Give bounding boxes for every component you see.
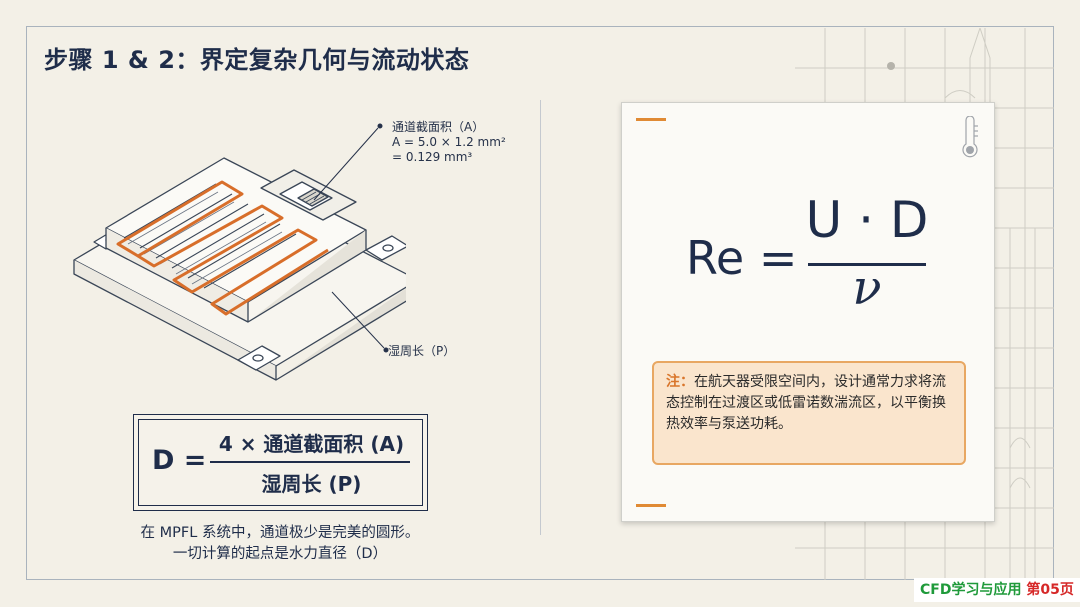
- page-title: 步骤 1 & 2：界定复杂几何与流动状态: [44, 46, 470, 74]
- area-callout: 通道截面积（A） A = 5.0 × 1.2 mm² = 0.129 mm³: [392, 120, 506, 165]
- hydraulic-diameter-formula: D = 4 × 通道截面积 (A) 湿周长 (P): [133, 414, 428, 511]
- thermometer-icon: [962, 116, 978, 158]
- formula-inner-border: [138, 419, 423, 506]
- reynolds-numerator: U · D: [805, 191, 929, 249]
- reynolds-denominator: ν: [852, 260, 882, 316]
- page-frame: [26, 26, 1054, 580]
- caption-line1: 在 MPFL 系统中，通道极少是完美的圆形。: [140, 525, 420, 541]
- note-label: 注：: [666, 374, 694, 390]
- caption: 在 MPFL 系统中，通道极少是完美的圆形。 一切计算的起点是水力直径（D）: [100, 523, 460, 565]
- cold-plate-illustration: [73, 123, 406, 381]
- note-text: 在航天器受限空间内，设计通常力求将流态控制在过渡区或低雷诺数湍流区，以平衡换热效…: [666, 374, 946, 432]
- formula-denominator: 湿周长 (P): [261, 472, 362, 496]
- formula-numerator: 4 × 通道截面积 (A): [218, 432, 405, 456]
- area-callout-line2: = 0.129 mm³: [392, 150, 473, 164]
- brand-watermark: CFD学习与应用 第05页: [914, 578, 1080, 602]
- reynolds-lhs: Re =: [686, 231, 798, 285]
- formula-fraction-bar: [210, 461, 410, 463]
- note-box: 注：在航天器受限空间内，设计通常力求将流态控制在过渡区或低雷诺数湍流区，以平衡换…: [652, 361, 966, 465]
- caption-line2: 一切计算的起点是水力直径（D）: [172, 546, 388, 562]
- area-callout-line1: A = 5.0 × 1.2 mm²: [392, 135, 506, 149]
- reynolds-card: Re = U · D ν 注：在航天器受限空间内，设计通常力求将流态控制在过渡区…: [621, 102, 995, 522]
- accent-line-top: [636, 118, 666, 121]
- area-callout-label: 通道截面积（A）: [392, 120, 485, 134]
- column-divider: [540, 100, 541, 535]
- reynolds-fraction-bar: [808, 263, 926, 266]
- perimeter-callout: 湿周长（P）: [388, 344, 456, 358]
- brand-text: CFD学习与应用: [920, 582, 1022, 598]
- page-number: 第05页: [1026, 582, 1074, 598]
- formula-lhs: D =: [152, 445, 207, 476]
- accent-line-bottom: [636, 504, 666, 507]
